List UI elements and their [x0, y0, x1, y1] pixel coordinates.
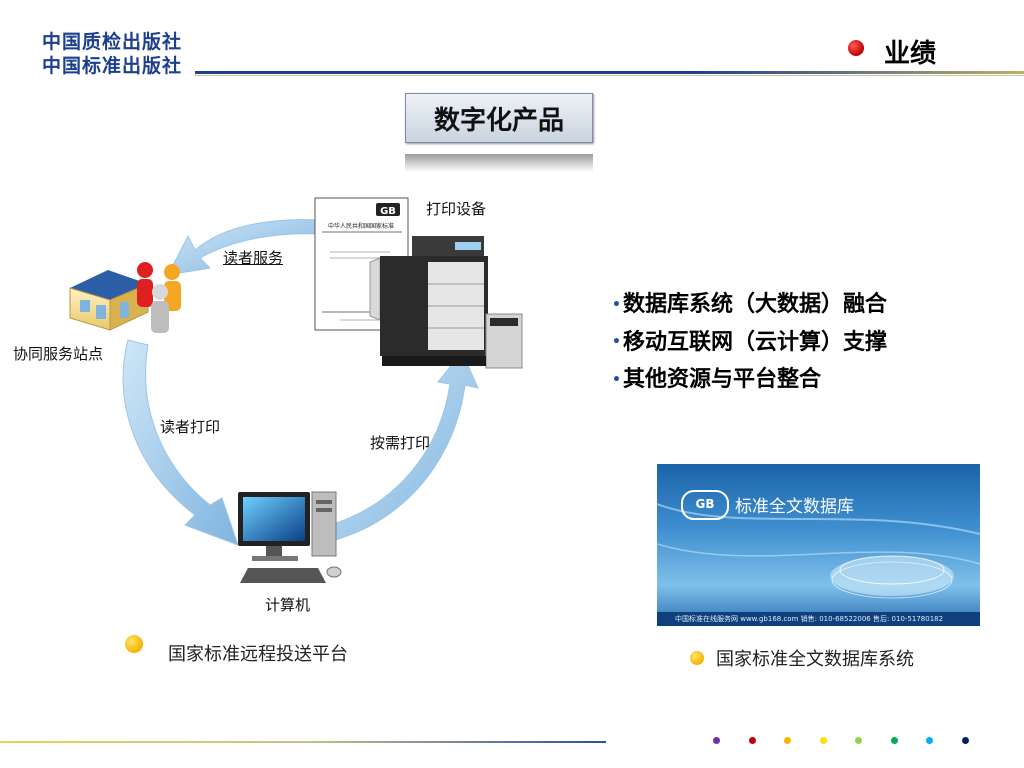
logo-line-2: 中国标准出版社 — [42, 55, 183, 77]
house-icon — [69, 270, 149, 331]
footer-dot-icon — [891, 737, 898, 744]
reader-service-link[interactable]: 读者服务 — [223, 249, 284, 267]
footer-divider — [0, 741, 606, 743]
stadium-icon — [657, 503, 980, 599]
feature-item: •数据库系统（大数据）融合 — [612, 292, 887, 317]
publisher-logo: 中国质检出版社 中国标准出版社 — [42, 30, 182, 78]
bullet-dot-icon: • — [612, 371, 621, 388]
workflow-diagram: GB 中华人民共和国国家标准 — [69, 197, 523, 583]
printer-icon — [369, 236, 523, 369]
footer-dot-icon — [855, 737, 862, 744]
arrow-reader-print — [122, 339, 239, 546]
red-bullet-icon — [848, 40, 864, 56]
people-icon — [137, 262, 181, 333]
section-title: 业绩 — [884, 39, 937, 69]
title-reflection — [405, 154, 593, 172]
right-caption: 国家标准全文数据库系统 — [716, 649, 914, 670]
doc-heading: 中华人民共和国国家标准 — [328, 222, 394, 230]
product-title-box: 数字化产品 — [405, 93, 593, 143]
header-divider — [195, 71, 1024, 74]
yellow-bullet-icon — [125, 635, 143, 653]
footer-dot-icon — [713, 737, 720, 744]
db-image-title: 标准全文数据库 — [735, 497, 854, 517]
yellow-bullet-icon — [690, 651, 704, 665]
on-demand-print-label: 按需打印 — [370, 434, 431, 452]
feature-item: •其他资源与平台整合 — [612, 367, 821, 392]
database-screenshot: GB 标准全文数据库 中国标准在线服务网 www.gb168.com 销售: 0… — [657, 464, 980, 626]
logo-line-1: 中国质检出版社 — [42, 31, 183, 53]
header-divider-thin — [195, 75, 1024, 76]
footer-dot-icon — [749, 737, 756, 744]
footer-dot-icon — [962, 737, 969, 744]
db-logo-icon: GB — [681, 490, 729, 520]
left-caption: 国家标准远程投送平台 — [168, 644, 348, 665]
doc-badge: GB — [380, 206, 396, 217]
footer-dot-icon — [820, 737, 827, 744]
arrow-reader-service — [167, 219, 319, 276]
reader-print-label: 读者打印 — [160, 418, 221, 436]
product-title: 数字化产品 — [433, 105, 564, 136]
computer-label: 计算机 — [265, 596, 311, 614]
station-label: 协同服务站点 — [13, 345, 104, 363]
feature-list: •数据库系统（大数据）融合 •移动互联网（云计算）支撑 •其他资源与平台整合 — [612, 286, 887, 399]
computer-icon — [238, 491, 342, 583]
bullet-dot-icon: • — [612, 334, 621, 350]
footer-dot-icon — [784, 737, 791, 744]
footer-dot-icon — [926, 737, 933, 744]
db-image-footer: 中国标准在线服务网 www.gb168.com 销售: 010-68522006… — [657, 612, 980, 626]
bullet-dot-icon: • — [612, 296, 621, 313]
feature-item: •移动互联网（云计算）支撑 — [612, 329, 887, 355]
printer-label: 打印设备 — [426, 200, 487, 218]
